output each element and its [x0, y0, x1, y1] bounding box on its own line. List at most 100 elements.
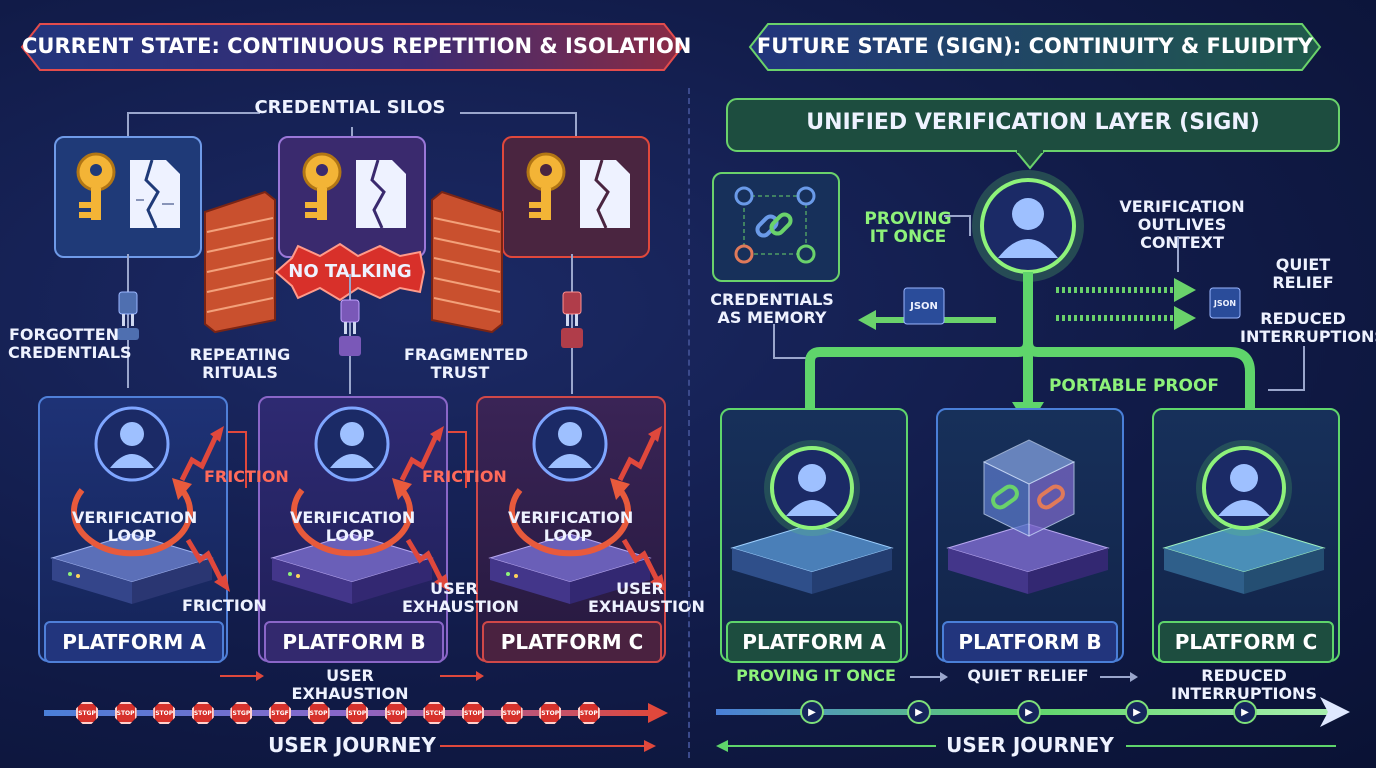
stop-sign-icon: STOP [577, 702, 600, 724]
section-divider [688, 88, 690, 758]
user-journey-arrow-left [440, 740, 656, 752]
stop-sign-icon: STOP [462, 702, 484, 724]
right-platform-b-label: PLATFORM B [942, 621, 1118, 663]
zigzag-arrow-icon [399, 426, 444, 482]
user-journey-arrow-right [716, 740, 1336, 752]
stop-sign-icon: STOP [384, 702, 407, 724]
verification-loop-label-b: VERIFICATION LOOP [290, 508, 416, 545]
brick-wall-icon [204, 190, 276, 334]
key-icon [302, 152, 342, 220]
chain-link-icon [734, 186, 816, 264]
user-journey-label-left: USER JOURNEY [268, 733, 436, 757]
flow-proving-it-once: PROVING IT ONCE [736, 666, 896, 685]
play-icon: ▶ [1125, 700, 1149, 724]
play-icon: ▶ [1017, 700, 1041, 724]
verification-loop-arrow-b [291, 478, 413, 557]
platform-b-label: PLATFORM B [264, 621, 444, 663]
zigzag-arrow-icon [617, 426, 662, 482]
right-banner-title: FUTURE STATE (SIGN): CONTINUITY & FLUIDI… [756, 34, 1314, 58]
verification-outlives-label: VERIFICATION OUTLIVES CONTEXT [1119, 197, 1245, 252]
no-talking-label: NO TALKING [288, 261, 412, 282]
stop-sign-icon: STOP [500, 702, 523, 724]
plug-icon [339, 299, 361, 356]
journey-track-arrowhead-left [648, 703, 668, 723]
user-avatar-icon [532, 406, 608, 482]
stop-sign-icon: STOP [539, 702, 562, 724]
user-avatar-icon [764, 440, 860, 536]
reduced-interruptions-top-label: REDUCED INTERRUPTIONS [1240, 309, 1376, 346]
json-file-icon [1209, 287, 1241, 319]
verification-loop-arrow-c [509, 478, 631, 557]
verification-loop-arrow-a [71, 478, 193, 557]
memory-connector [773, 324, 810, 359]
friction-connectors [228, 431, 467, 488]
unified-layer-title: UNIFIED VERIFICATION LAYER (SIGN) [806, 110, 1260, 135]
server-icon [488, 533, 652, 604]
flow-reduced-interruptions: REDUCED INTERRUPTIONS [1171, 666, 1317, 703]
proving-it-once-top-label: PROVING IT ONCE [864, 209, 952, 247]
silo-connectors [127, 112, 577, 137]
friction-label-bottom: FRICTION [182, 596, 267, 615]
user-avatar-icon [1196, 440, 1292, 536]
portable-proof-label: PORTABLE PROOF [1048, 376, 1220, 396]
verification-loop-label-c: VERIFICATION LOOP [508, 508, 634, 545]
user-avatar-icon [314, 406, 390, 482]
credentials-as-memory-label: CREDENTIALS AS MEMORY [710, 290, 834, 327]
server-icon [50, 533, 214, 604]
right-banner [748, 23, 1322, 71]
broken-document-icon [580, 159, 630, 229]
user-avatar-icon [94, 406, 170, 482]
stop-sign-icon: STGF [269, 702, 291, 724]
flow-quiet-relief: QUIET RELIEF [967, 666, 1089, 685]
flow-arrows-right [910, 672, 1138, 682]
stop-sign-icon: STOP [191, 702, 214, 724]
central-user-avatar-icon [972, 170, 1084, 282]
json-left-label: JSON [910, 301, 938, 312]
outlives-connector [1177, 236, 1179, 272]
brick-wall-icon [431, 190, 503, 334]
user-exhaustion-flow-label: USER EXHAUSTION [291, 666, 409, 703]
server-icon [1162, 523, 1326, 594]
key-icon [526, 152, 566, 220]
friction-label-b: FRICTION [422, 467, 507, 486]
play-icon: ▶ [1233, 700, 1257, 724]
journey-track-arrowhead-right [1320, 697, 1350, 727]
zigzag-arrow-icon [621, 538, 666, 592]
forgotten-credentials-label: FORGOTTEN CREDENTIALS [8, 325, 132, 362]
unified-layer-callout [726, 98, 1340, 170]
left-banner-title: CURRENT STATE: CONTINUOUS REPETITION & I… [22, 34, 692, 58]
stop-sign-icon: STOP [346, 702, 369, 724]
zigzag-arrow-icon [405, 538, 450, 592]
stop-sign-icon: STOP [307, 702, 330, 724]
platform-a-label: PLATFORM A [44, 621, 224, 663]
json-file-icon [903, 287, 945, 325]
no-talking-burst [274, 242, 426, 302]
plug-icon [117, 291, 139, 340]
verification-loop-label-a: VERIFICATION LOOP [72, 508, 198, 545]
server-icon [946, 523, 1110, 594]
zigzag-arrow-icon [179, 426, 224, 482]
friction-label-a: FRICTION [204, 467, 289, 486]
stop-sign-icon: STGP [230, 702, 253, 724]
right-platform-a-label: PLATFORM A [726, 621, 902, 663]
fragmented-trust-label: FRAGMENTED TRUST [404, 345, 529, 382]
platform-c-label: PLATFORM C [482, 621, 662, 663]
stop-sign-icon: STCH [423, 702, 446, 724]
broken-document-icon [356, 159, 406, 229]
right-platform-c-label: PLATFORM C [1158, 621, 1334, 663]
play-icon: ▶ [800, 700, 824, 724]
chain-link-icon [982, 439, 1076, 537]
key-icon [76, 152, 116, 220]
json-right-label: JSON [1213, 299, 1237, 308]
server-icon [270, 533, 434, 604]
server-icon [730, 523, 894, 594]
exhaustion-flow-arrows [220, 671, 484, 681]
cable-connectors-left [127, 254, 573, 394]
credential-box-b [278, 136, 426, 258]
stop-sign-icon: STGP [76, 702, 98, 724]
plug-icon [561, 291, 583, 348]
reduced-connector [1268, 346, 1305, 391]
repeating-rituals-label: REPEATING RITUALS [189, 345, 291, 382]
quiet-relief-top-label: QUIET RELIEF [1272, 255, 1334, 292]
stop-sign-icon: STOP [153, 702, 176, 724]
